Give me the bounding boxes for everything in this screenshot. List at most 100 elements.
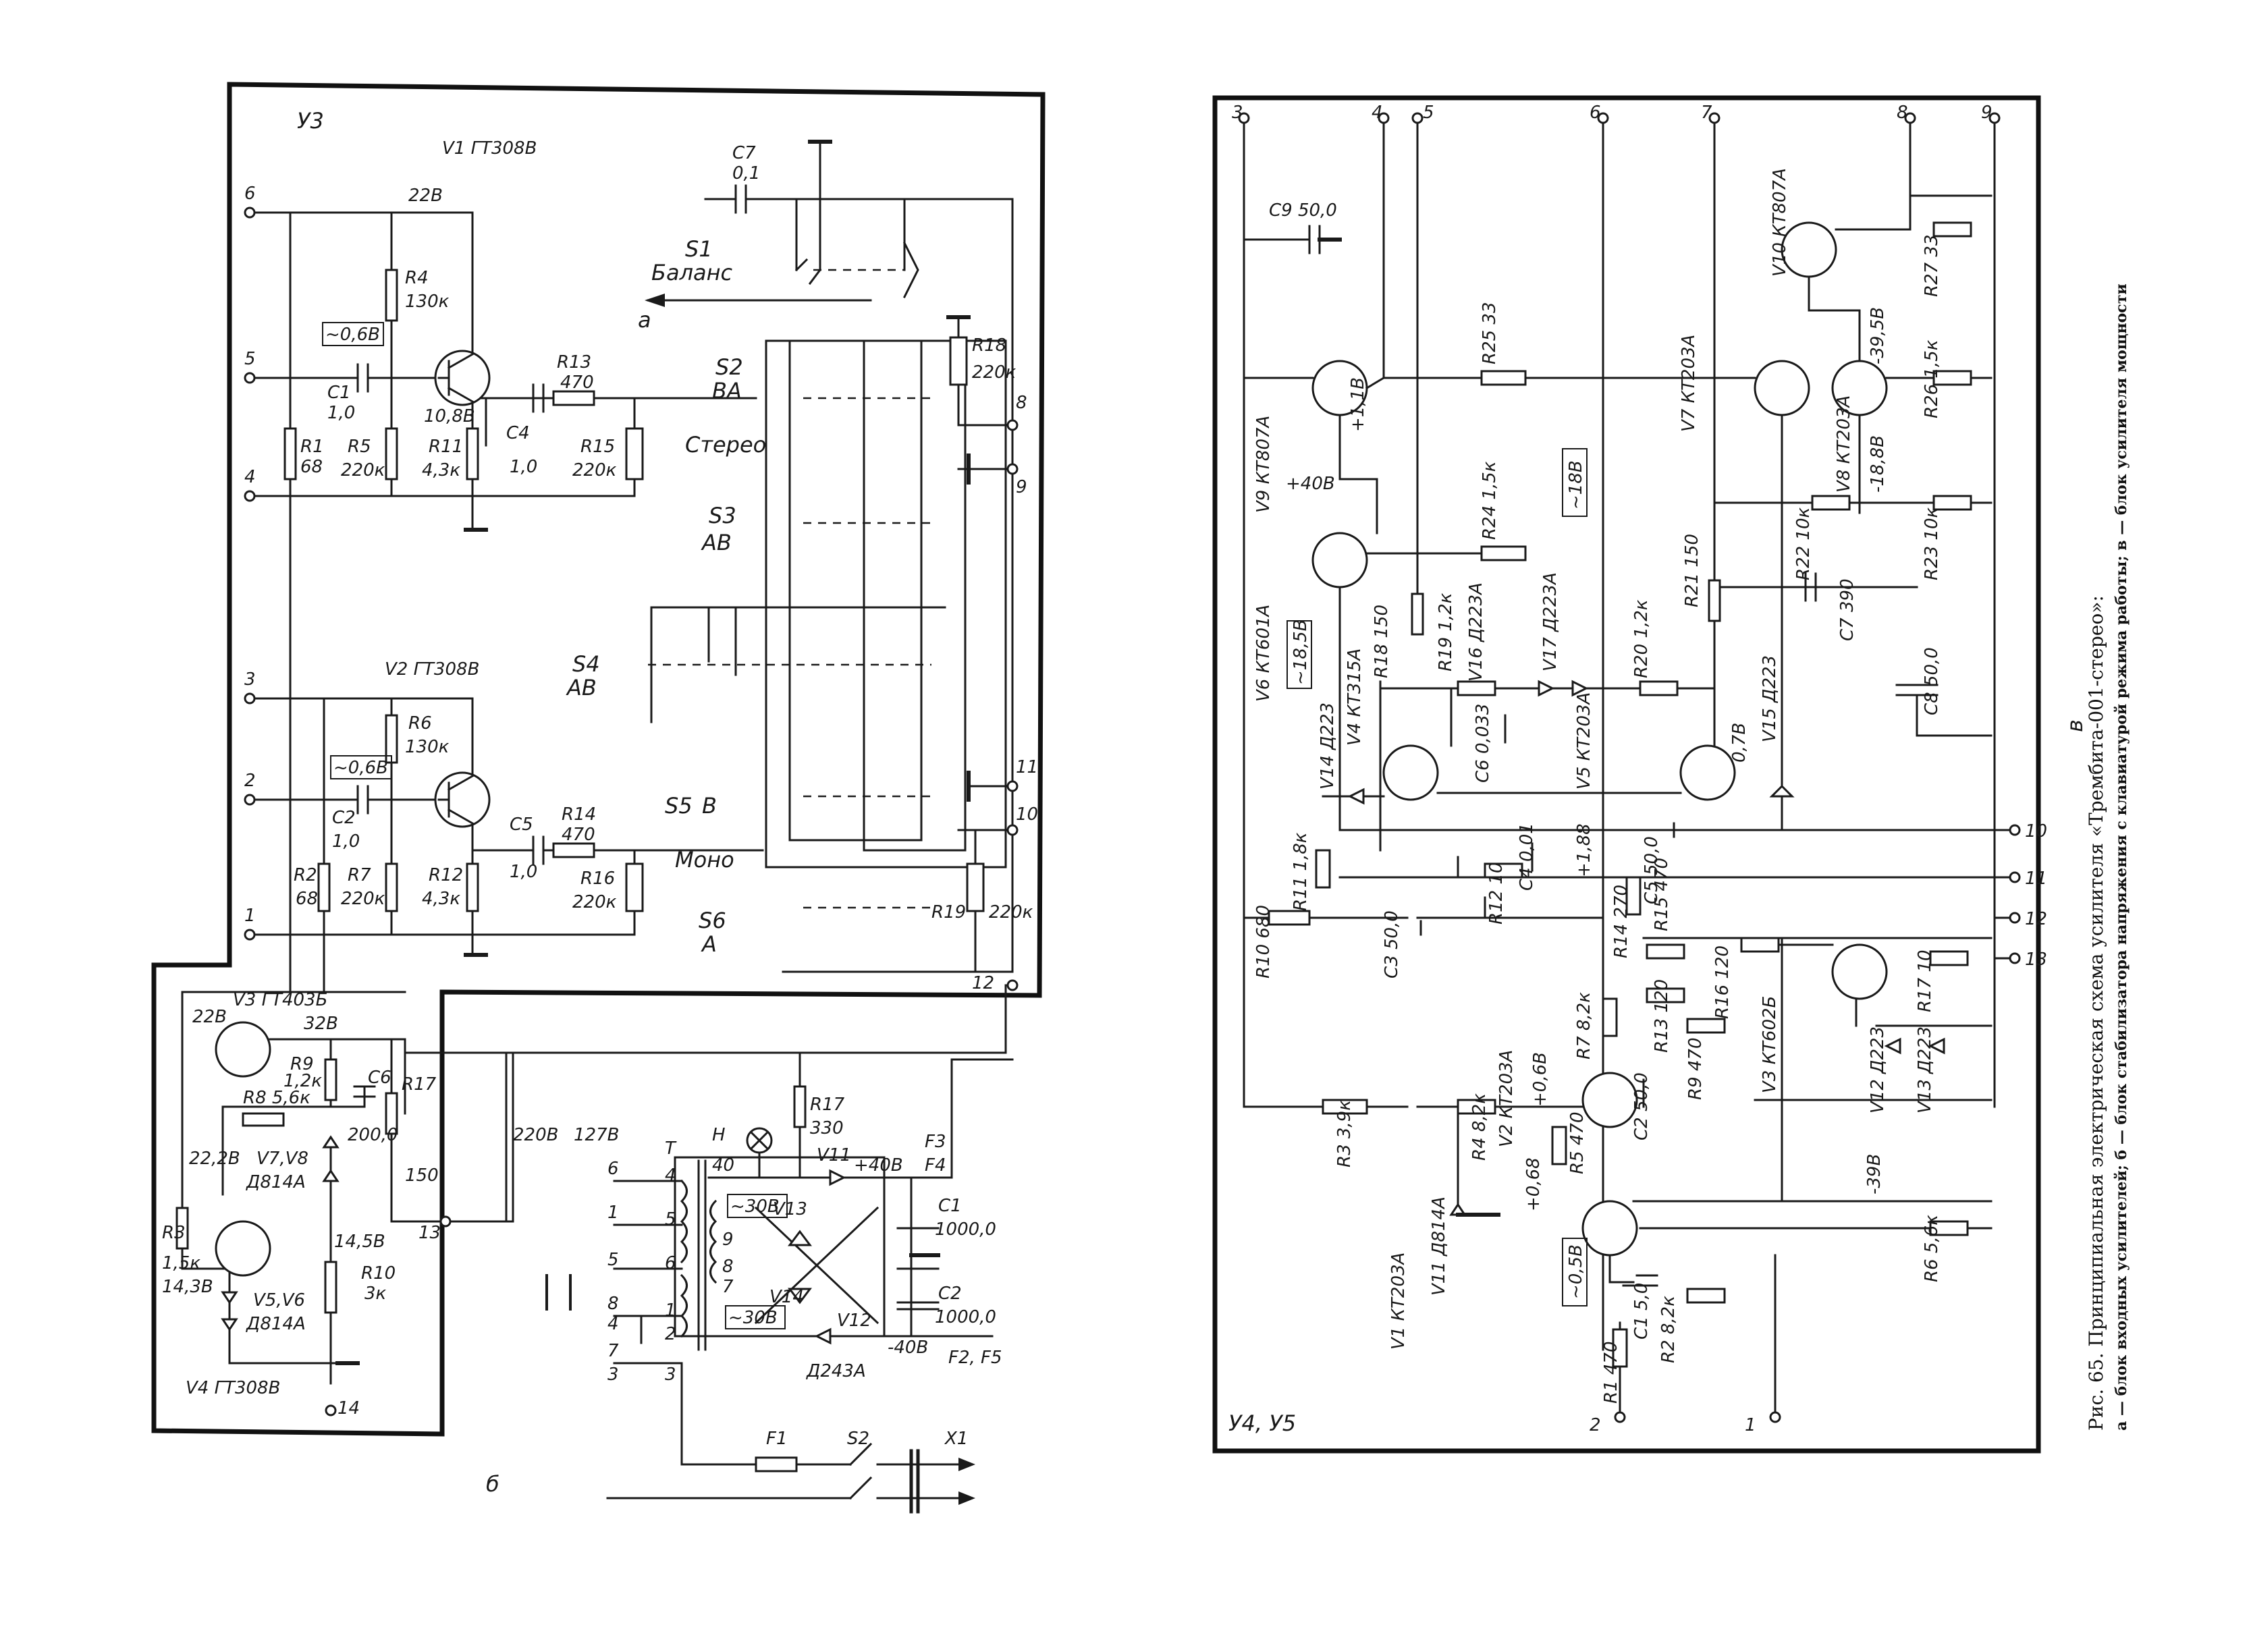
- resistor-r12[interactable]: [466, 862, 479, 912]
- rterminal-12[interactable]: [2009, 912, 2021, 924]
- diode-rv16[interactable]: [1538, 680, 1555, 697]
- terminal-2[interactable]: [244, 794, 256, 806]
- transistor-rv3[interactable]: [1831, 943, 1888, 1000]
- resistor-rr12[interactable]: [1484, 862, 1523, 879]
- resistor-rr14[interactable]: [1625, 876, 1642, 916]
- resistor-rr20[interactable]: [1639, 680, 1679, 696]
- terminal-5[interactable]: [244, 372, 256, 384]
- resistor-r16[interactable]: [625, 862, 644, 912]
- terminal-13[interactable]: [439, 1215, 452, 1228]
- resistor-r8[interactable]: [242, 1112, 285, 1127]
- terminal-3[interactable]: [244, 692, 256, 705]
- resistor-rr19[interactable]: [1457, 680, 1496, 696]
- resistor-r2[interactable]: [317, 862, 331, 912]
- resistor-rr22[interactable]: [1811, 495, 1851, 511]
- resistor-rr16[interactable]: [1740, 937, 1780, 953]
- transistor-v4[interactable]: [215, 1220, 271, 1277]
- diode-v13[interactable]: [788, 1230, 812, 1246]
- diode-v14[interactable]: [788, 1288, 812, 1304]
- resistor-r14[interactable]: [552, 842, 595, 858]
- resistor-r4[interactable]: [385, 269, 398, 322]
- resistor-rr26[interactable]: [1932, 370, 1972, 386]
- label-rv3: V3 КТ602Б: [1760, 996, 1780, 1093]
- terminal-8[interactable]: [1006, 419, 1019, 431]
- diode-rv15[interactable]: [1769, 784, 1795, 798]
- diode-v8[interactable]: [322, 1169, 340, 1182]
- terminal-10[interactable]: [1006, 824, 1019, 836]
- resistor-rr4[interactable]: [1457, 1099, 1496, 1115]
- resistor-rr23[interactable]: [1932, 495, 1972, 511]
- resistor-r3[interactable]: [175, 1207, 189, 1250]
- resistor-rr13[interactable]: [1646, 987, 1685, 1003]
- resistor-r10[interactable]: [324, 1261, 337, 1314]
- diode-rv13[interactable]: [1928, 1037, 1945, 1055]
- resistor-rr2[interactable]: [1686, 1288, 1726, 1304]
- resistor-rr24[interactable]: [1480, 545, 1527, 561]
- rterminal-5[interactable]: [1411, 112, 1424, 124]
- resistor-r17b[interactable]: [793, 1085, 807, 1128]
- switch-s2[interactable]: [848, 1442, 873, 1466]
- rterminal-13[interactable]: [2009, 952, 2021, 964]
- diode-v6[interactable]: [221, 1318, 238, 1331]
- label-v145: 14,5В: [334, 1232, 385, 1252]
- terminal-14[interactable]: [325, 1404, 337, 1416]
- terminal-4[interactable]: [244, 490, 256, 502]
- resistor-r13[interactable]: [552, 390, 595, 406]
- resistor-r7[interactable]: [385, 862, 398, 912]
- resistor-rr17[interactable]: [1929, 950, 1969, 966]
- resistor-r18[interactable]: [949, 336, 968, 386]
- resistor-rr15[interactable]: [1646, 943, 1685, 960]
- arrow-a: [645, 294, 665, 307]
- terminal-11[interactable]: [1006, 780, 1019, 792]
- terminal-12[interactable]: [1006, 979, 1019, 991]
- resistor-rr1[interactable]: [1612, 1328, 1628, 1368]
- resistor-rr25[interactable]: [1480, 370, 1527, 386]
- rterminal-11[interactable]: [2009, 871, 2021, 883]
- resistor-rr7[interactable]: [1602, 997, 1618, 1037]
- resistor-r1[interactable]: [283, 427, 297, 480]
- resistor-rr21[interactable]: [1708, 579, 1721, 622]
- transistor-rv10[interactable]: [1781, 221, 1837, 278]
- resistor-r5[interactable]: [385, 427, 398, 480]
- label-tp-l3: 8: [607, 1294, 619, 1314]
- label-s5: S5: [665, 793, 693, 819]
- rterminal-10[interactable]: [2009, 824, 2021, 836]
- resistor-rr9[interactable]: [1686, 1018, 1726, 1034]
- diode-v5[interactable]: [221, 1291, 238, 1304]
- diode-rv12[interactable]: [1884, 1037, 1901, 1055]
- diode-v11[interactable]: [829, 1169, 846, 1186]
- label-s2-name: ВА: [712, 378, 742, 404]
- resistor-rr18[interactable]: [1411, 593, 1424, 636]
- resistor-rr6[interactable]: [1929, 1220, 1969, 1236]
- rterminal-2[interactable]: [1614, 1411, 1626, 1423]
- diode-rv14[interactable]: [1347, 788, 1365, 805]
- transistor-rv4[interactable]: [1382, 744, 1439, 801]
- label-rp11: +1,1В: [1348, 377, 1368, 432]
- resistor-rr5[interactable]: [1551, 1126, 1567, 1165]
- resistor-rr3[interactable]: [1322, 1099, 1368, 1115]
- transistor-rv7[interactable]: [1754, 360, 1810, 416]
- resistor-rr10[interactable]: [1268, 910, 1311, 926]
- resistor-r11[interactable]: [466, 427, 479, 480]
- transistor-rv2[interactable]: [1581, 1072, 1638, 1128]
- diode-rv17[interactable]: [1571, 680, 1589, 697]
- transistor-v3[interactable]: [215, 1021, 271, 1078]
- label-v222: 22,2В: [189, 1149, 240, 1169]
- resistor-r15[interactable]: [625, 427, 644, 480]
- transistor-rv1[interactable]: [1581, 1200, 1638, 1257]
- resistor-r9[interactable]: [324, 1058, 337, 1101]
- resistor-rr27[interactable]: [1932, 221, 1972, 238]
- diode-v7[interactable]: [322, 1135, 340, 1149]
- transistor-rv5[interactable]: [1679, 744, 1736, 801]
- fuse-f1[interactable]: [755, 1456, 798, 1472]
- terminal-1[interactable]: [244, 929, 256, 941]
- diode-v12[interactable]: [814, 1327, 832, 1345]
- transistor-rv6[interactable]: [1311, 532, 1368, 588]
- terminal-6[interactable]: [244, 206, 256, 219]
- terminal-9[interactable]: [1006, 463, 1019, 475]
- rterminal-1[interactable]: [1769, 1411, 1781, 1423]
- label-v32: 32В: [304, 1014, 338, 1034]
- transformer-t[interactable]: [613, 1159, 757, 1466]
- resistor-rr11[interactable]: [1315, 849, 1331, 889]
- resistor-r19[interactable]: [966, 862, 985, 912]
